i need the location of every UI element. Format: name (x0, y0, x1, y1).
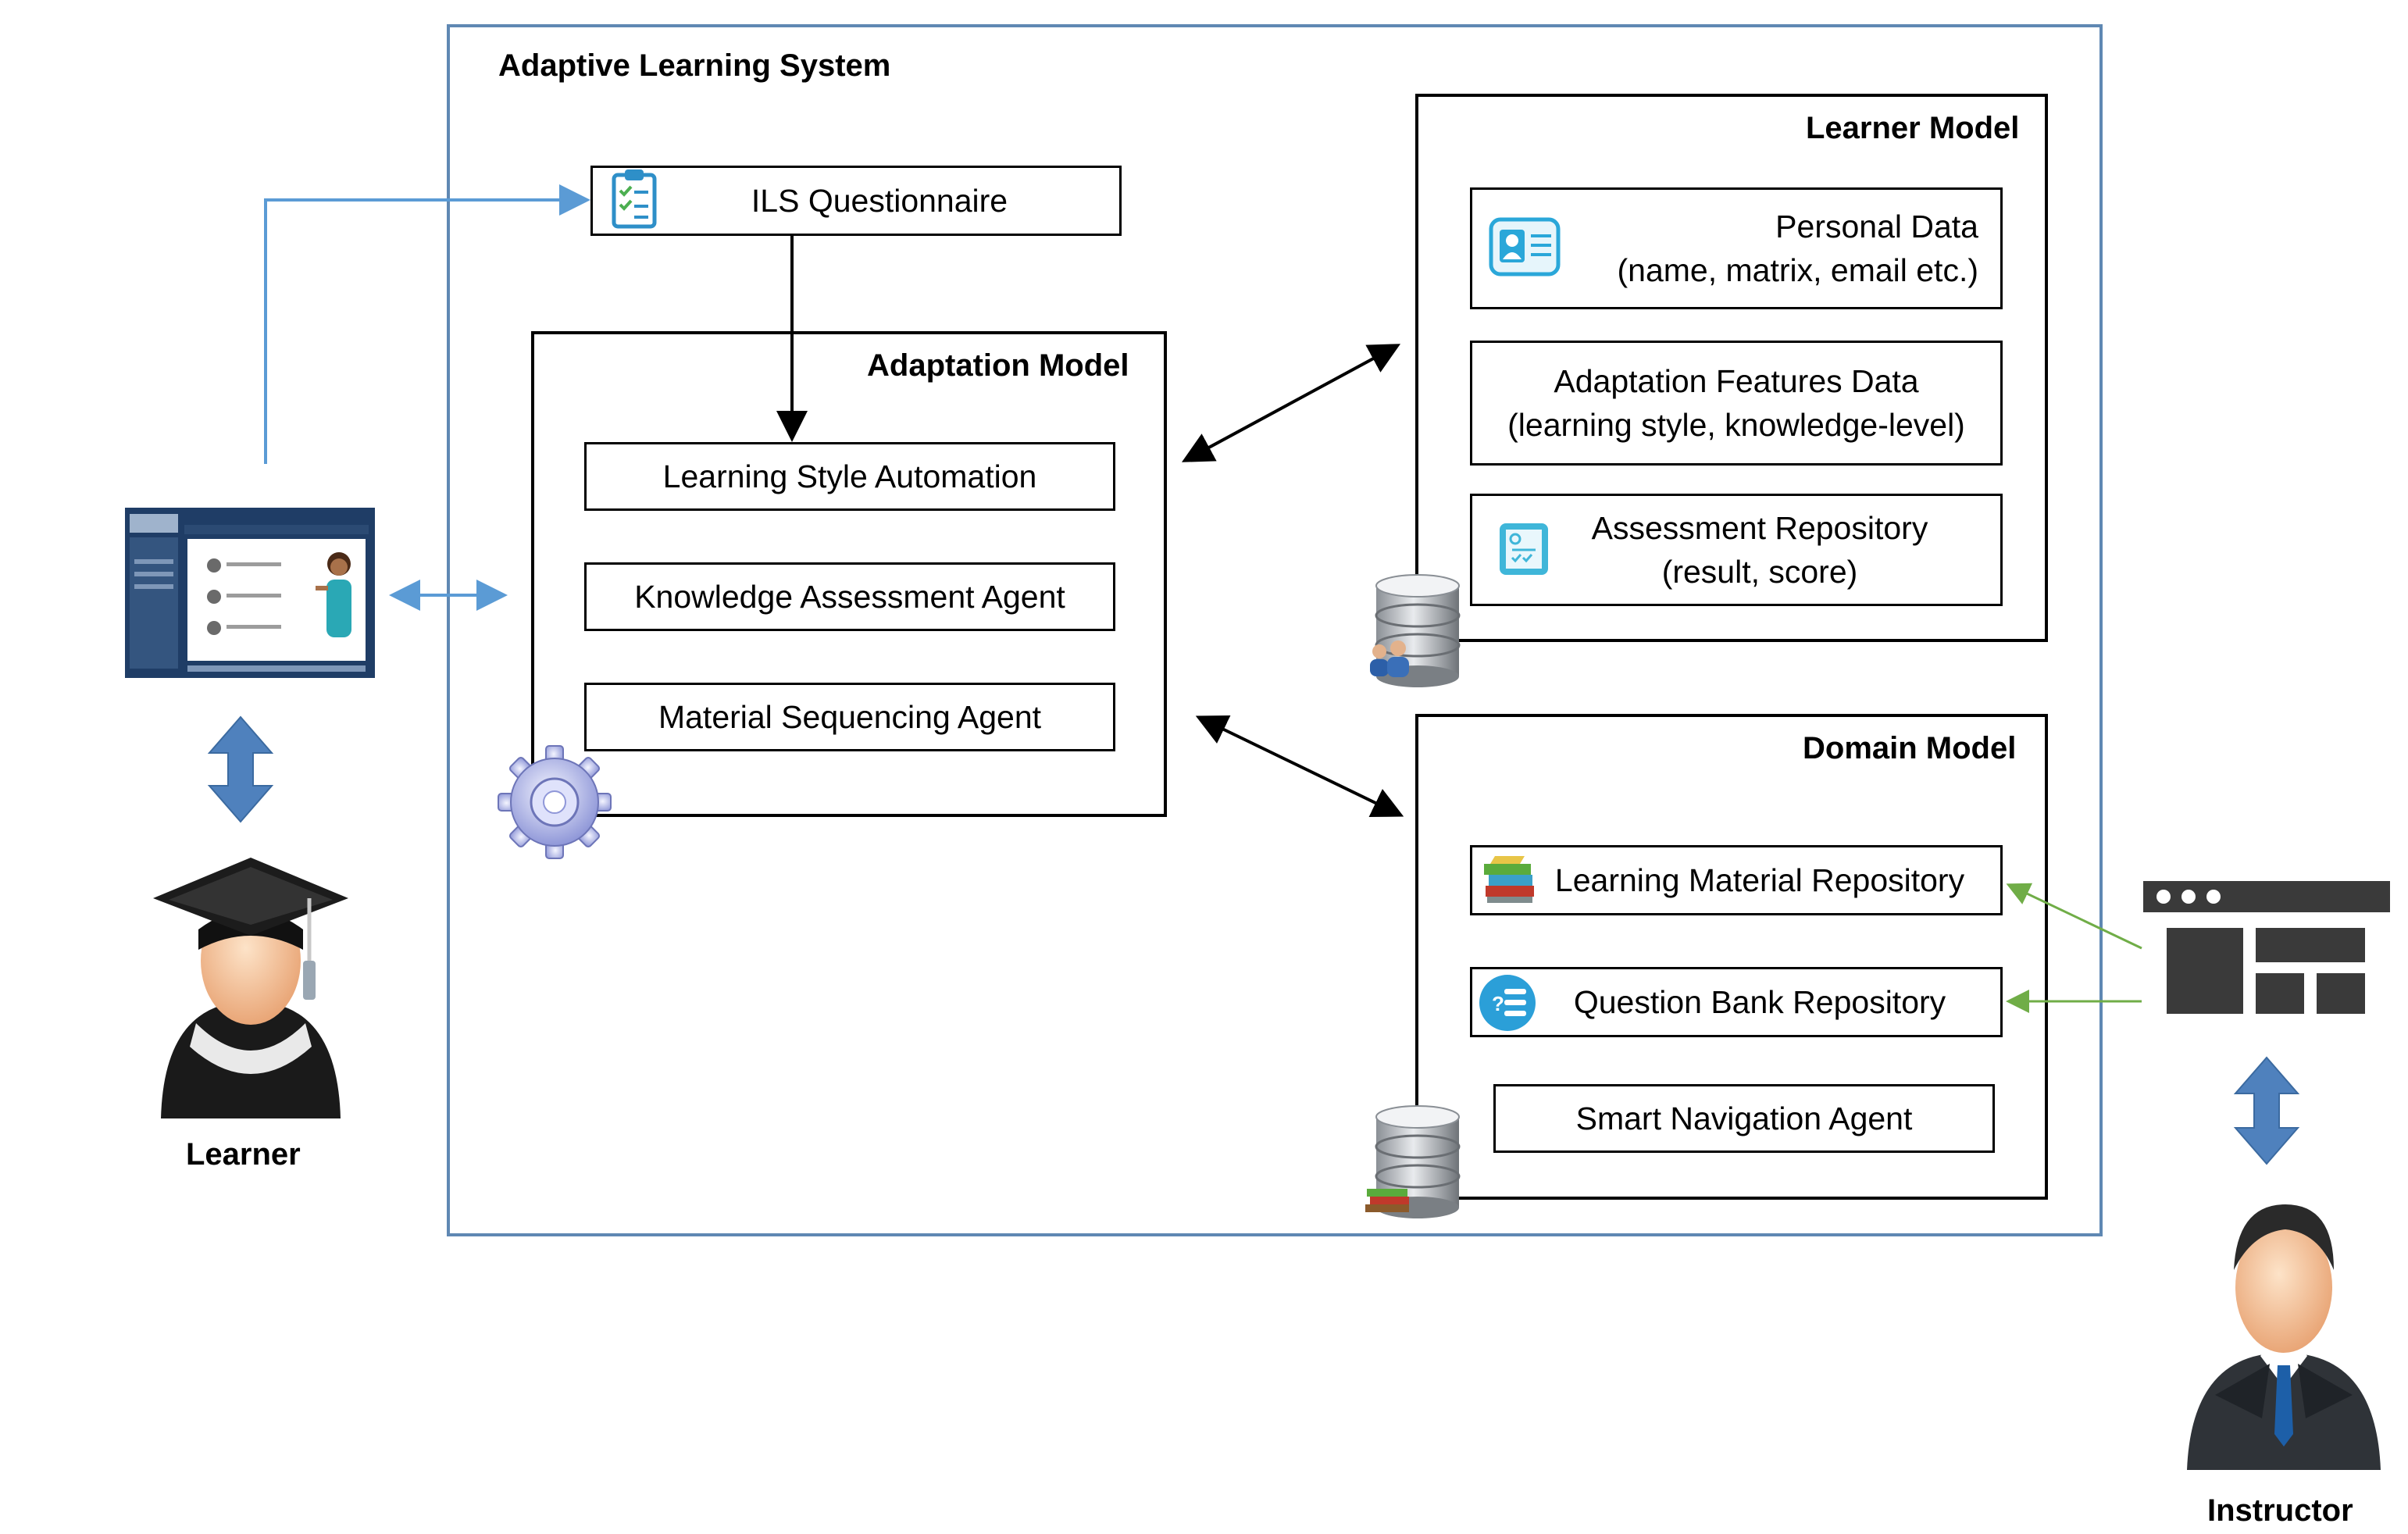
adaptation-domain-model-connector (1195, 715, 1404, 818)
learning-style-automation-label: Learning Style Automation (662, 458, 1037, 494)
graduate-learner-icon (153, 858, 348, 1118)
adaptation-model-frame (531, 331, 1167, 817)
ils-questionnaire-box: ILS Questionnaire (590, 166, 1122, 236)
instructor-double-arrow (2233, 1056, 2300, 1165)
report-icon (1500, 523, 1548, 575)
smart-navigation-agent-box: Smart Navigation Agent (1493, 1084, 1995, 1153)
question-list-icon: ? (1479, 975, 1536, 1031)
adaptation-features-label: Adaptation Features Data (learning style… (1472, 343, 2000, 463)
web-layout-icon (2143, 881, 2390, 1037)
assessment-repository-box: Assessment Repository (result, score) (1470, 494, 2003, 606)
domain-database-icon (1365, 1105, 1461, 1218)
adaptation-features-box: Adaptation Features Data (learning style… (1470, 341, 2003, 466)
question-bank-repository-box: Question Bank Repository (1470, 967, 2003, 1037)
learner-model-frame (1415, 94, 2048, 642)
material-sequencing-agent-box: Material Sequencing Agent (584, 683, 1115, 751)
id-card-icon (1489, 217, 1561, 276)
learning-material-repository-label: Learning Material Repository (1554, 862, 1965, 898)
learning-style-automation-box: Learning Style Automation (584, 442, 1115, 511)
material-sequencing-agent-label: Material Sequencing Agent (658, 699, 1042, 735)
personal-data-detail: (name, matrix, email etc.) (1617, 252, 1979, 288)
learner-database-icon (1370, 574, 1461, 687)
adaptation-learner-model-connector (1181, 344, 1401, 462)
books-icon (1484, 856, 1534, 903)
learner-double-arrow (207, 715, 274, 823)
domain-model-title: Domain Model (1803, 731, 2017, 765)
assessment-repository-detail: (result, score) (1661, 554, 1858, 590)
knowledge-assessment-agent-label: Knowledge Assessment Agent (634, 579, 1065, 615)
domain-model-frame (1415, 714, 2048, 1200)
learner-label: Learner (186, 1137, 301, 1172)
instructor-to-material-connector (2006, 883, 2142, 950)
assessment-repository-title: Assessment Repository (1591, 510, 1928, 546)
adaptation-features-title: Adaptation Features Data (1554, 363, 1919, 399)
learning-material-repository-box: Learning Material Repository (1470, 845, 2003, 915)
svg-text:?: ? (1492, 992, 1504, 1015)
system-title: Adaptive Learning System (498, 48, 891, 83)
gear-icon (498, 745, 612, 859)
adaptive-learning-system-boundary (447, 24, 2103, 1236)
knowledge-assessment-agent-box: Knowledge Assessment Agent (584, 562, 1115, 631)
adaptation-features-detail: (learning style, knowledge-level) (1507, 407, 1965, 443)
instructor-label: Instructor (2207, 1493, 2353, 1528)
personal-data-box: Personal Data (name, matrix, email etc.) (1470, 187, 2003, 309)
personal-data-title: Personal Data (1775, 209, 1978, 244)
question-bank-repository-label: Question Bank Repository (1573, 984, 1946, 1020)
instructor-icon (2187, 1204, 2381, 1470)
clipboard-icon (612, 169, 657, 229)
ils-questionnaire-label: ILS Questionnaire (751, 183, 1008, 219)
personal-data-label: Personal Data (name, matrix, email etc.) (1472, 190, 2000, 307)
assessment-repository-label: Assessment Repository (result, score) (1472, 496, 2000, 604)
learner-to-ils-connector (264, 184, 590, 464)
learner-model-title: Learner Model (1806, 111, 2020, 145)
smart-navigation-agent-label: Smart Navigation Agent (1575, 1101, 1913, 1136)
elearning-screen-icon (125, 508, 375, 678)
adaptation-model-title: Adaptation Model (867, 348, 1129, 383)
